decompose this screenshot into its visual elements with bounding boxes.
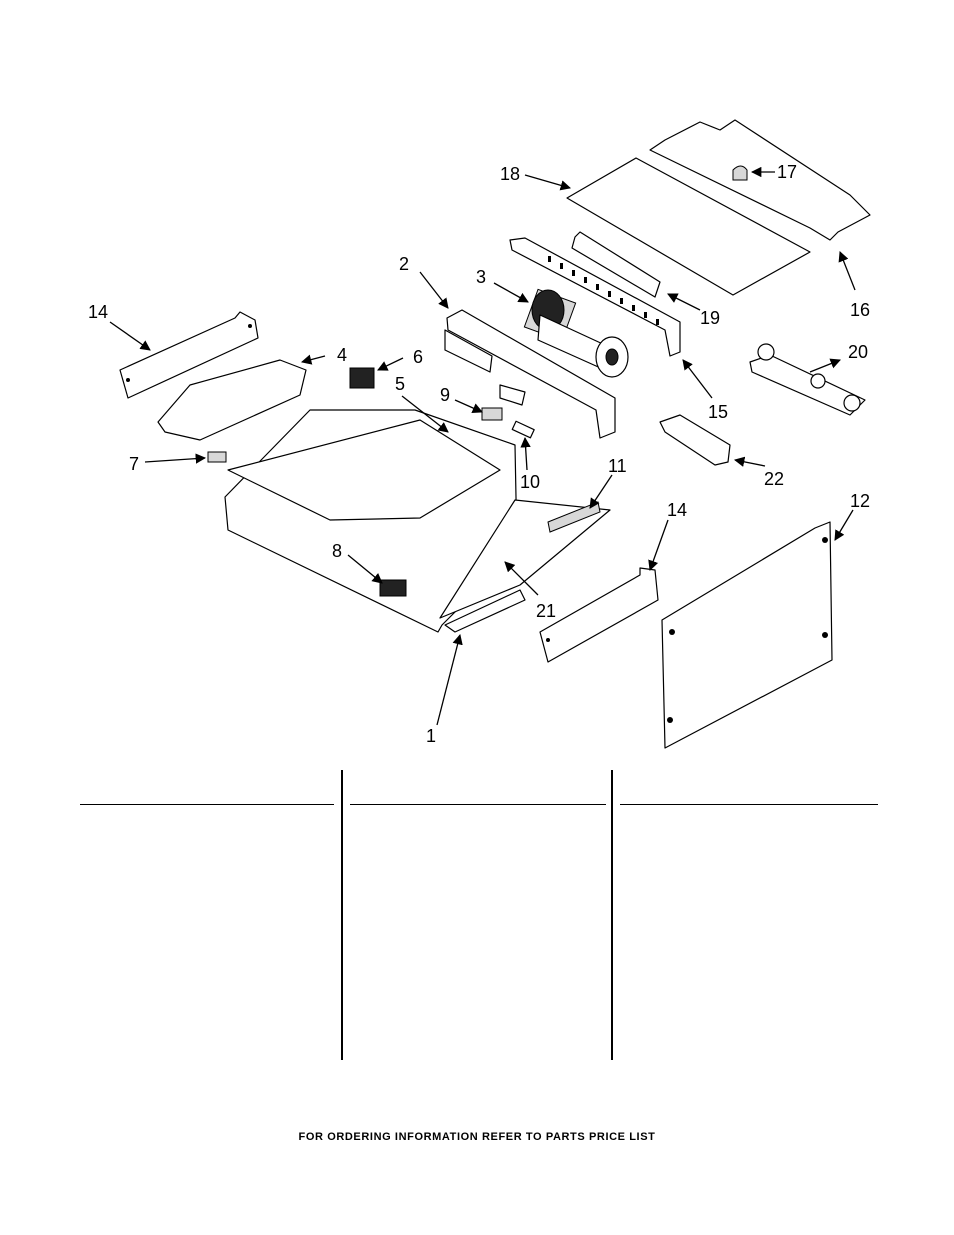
part-19-strip: [571, 231, 661, 298]
callout-20: 20: [848, 342, 868, 362]
part-1-housing: [224, 409, 611, 633]
callout-11: 11: [608, 456, 627, 476]
part-14-right-bracket: [539, 567, 659, 663]
part-14-left-bracket: [119, 311, 259, 399]
table-col-1-rule: [80, 804, 334, 805]
callout-7: 7: [129, 454, 139, 474]
part-7-clip: [207, 451, 227, 463]
callout-5: 5: [395, 374, 405, 394]
callout-1: 1: [426, 726, 436, 746]
part-8-connector: [379, 579, 407, 597]
callout-10: 10: [520, 472, 540, 492]
part-2-channel-bracket: [444, 309, 616, 439]
part-9-terminal: [481, 407, 503, 421]
callout-9: 9: [440, 385, 450, 405]
part-18-top-cover: [566, 157, 811, 296]
leader-lines: [109, 166, 856, 726]
callout-22: 22: [764, 469, 784, 489]
callout-21: 21: [536, 601, 556, 621]
callout-18: 18: [500, 164, 520, 184]
table-divider-2: [611, 770, 613, 1060]
callout-6: 6: [413, 347, 423, 367]
table-col-3-rule: [620, 804, 878, 805]
parts-table: [0, 760, 954, 1080]
part-15-channel: [509, 237, 681, 357]
callout-12: 12: [850, 491, 870, 511]
callout-3: 3: [476, 267, 486, 287]
part-11-terminal-block: [547, 501, 601, 533]
callout-4: 4: [337, 345, 347, 365]
callout-15: 15: [708, 402, 728, 422]
callout-14-right: 14: [667, 500, 687, 520]
part-22-bracket: [659, 414, 731, 466]
callout-16: 16: [850, 300, 870, 320]
callout-8: 8: [332, 541, 342, 561]
part-4-shield: [157, 359, 307, 441]
part-16-top-panel: [649, 119, 871, 241]
callout-2: 2: [399, 254, 409, 274]
exploded-parts-diagram: 1 2 3 4 5 6 7 8 9 10 11 12 14 14 15 16 1…: [88, 119, 871, 749]
part-20-element-assembly: [749, 343, 866, 416]
part-6-switch: [349, 367, 375, 389]
callout-17: 17: [777, 162, 797, 182]
callout-19: 19: [700, 308, 720, 328]
callout-14-left: 14: [88, 302, 108, 322]
table-divider-1: [341, 770, 343, 1060]
part-10-fuse: [511, 420, 535, 439]
part-3-fan-motor: [523, 288, 629, 378]
table-col-2-rule: [350, 804, 606, 805]
ordering-info-footer: FOR ORDERING INFORMATION REFER TO PARTS …: [298, 1131, 656, 1143]
diagram-svg: 1 2 3 4 5 6 7 8 9 10 11 12 14 14 15 16 1…: [88, 119, 871, 749]
part-12-front-panel: [661, 521, 833, 749]
